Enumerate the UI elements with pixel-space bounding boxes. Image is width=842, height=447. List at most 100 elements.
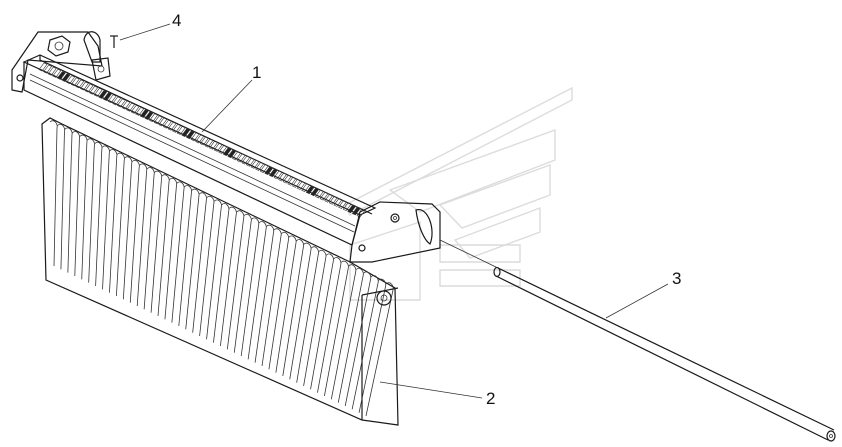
bristle <box>220 206 237 347</box>
bristle <box>261 228 282 367</box>
rail-tooth <box>56 71 66 80</box>
bristle <box>87 138 95 283</box>
rail-tooth <box>245 157 255 167</box>
rail-tooth <box>126 102 136 112</box>
rail-tooth <box>107 94 117 104</box>
rail-tooth <box>103 92 112 101</box>
rail-tooth <box>328 195 338 205</box>
bristle <box>296 246 319 383</box>
bristle <box>275 235 297 373</box>
rail-tooth <box>204 138 214 148</box>
bristle <box>289 242 312 380</box>
rail-tooth <box>112 96 122 106</box>
leader-line-1 <box>201 79 253 133</box>
bristle <box>344 271 372 407</box>
rail-tooth <box>80 81 89 91</box>
rail-tooth <box>195 134 205 144</box>
rail-tooth <box>38 62 48 72</box>
rail-tooth <box>222 147 232 157</box>
bristle <box>282 239 304 377</box>
rail-tooth <box>250 159 260 169</box>
rail-tooth <box>47 66 57 76</box>
rail-tooth <box>84 83 94 93</box>
bristle <box>57 123 66 270</box>
bristle <box>317 257 342 393</box>
brush-plate <box>41 117 399 426</box>
rail-tooth <box>93 88 103 97</box>
rail-tooth <box>190 132 200 142</box>
rail-tooth <box>130 104 140 114</box>
callout-4: 4 <box>172 11 181 30</box>
bristle <box>303 249 327 387</box>
rail-tooth <box>241 155 251 165</box>
rail-tooth <box>333 198 343 207</box>
rail-tooth <box>176 126 186 135</box>
bristle <box>171 181 185 323</box>
bristle <box>164 177 178 320</box>
rail-tooth <box>351 206 361 216</box>
bristle <box>101 145 110 290</box>
callout-1: 1 <box>252 63 261 82</box>
bristle <box>226 210 245 350</box>
rail-tooth <box>296 181 306 190</box>
bristle <box>122 156 133 300</box>
bristle <box>136 163 148 307</box>
rail-tooth <box>324 193 334 203</box>
rail-tooth <box>172 123 182 133</box>
rail-tooth <box>66 75 76 85</box>
bristle <box>310 253 334 390</box>
rail-tooth <box>162 119 172 129</box>
bristle <box>79 134 88 280</box>
rail-tooth <box>199 136 209 146</box>
bristle <box>254 224 275 363</box>
bristle <box>192 192 207 333</box>
callout-2: 2 <box>486 389 495 408</box>
rail-tooth <box>144 111 154 121</box>
rail-tooth <box>273 170 283 180</box>
leader-lines <box>119 23 669 399</box>
rail-tooth <box>282 174 292 184</box>
rail-tooth <box>278 172 288 182</box>
leader-line-4 <box>119 23 171 41</box>
bristle <box>240 217 260 357</box>
bristle <box>365 282 394 417</box>
bristle <box>185 188 200 330</box>
rail-tooth <box>61 73 71 82</box>
bristle <box>358 278 387 413</box>
rail-tooth <box>209 140 218 150</box>
rail-tooth <box>292 179 301 188</box>
bristle <box>330 264 357 400</box>
rail-tooth <box>135 107 145 116</box>
rail-tooth <box>43 64 53 74</box>
bristle <box>143 167 155 310</box>
leader-line-2 <box>379 381 483 399</box>
rail-tooth <box>342 202 352 212</box>
bristle <box>157 174 170 317</box>
rail-teeth <box>38 62 366 218</box>
rail-tooth <box>287 176 297 186</box>
bristle <box>247 221 267 360</box>
bristle <box>337 267 364 403</box>
bristle <box>109 149 118 293</box>
rail-tooth <box>121 100 131 110</box>
bristle <box>150 170 163 313</box>
rail-tooth <box>255 162 265 171</box>
rail-tooth <box>139 109 149 118</box>
rail-tooth <box>319 191 329 201</box>
top-rail <box>11 31 441 306</box>
rail-tooth <box>301 183 311 192</box>
bristle <box>213 203 230 343</box>
rail-tooth <box>338 200 348 209</box>
rail-tooth <box>70 77 80 87</box>
rod <box>439 239 836 442</box>
bristle <box>268 231 290 370</box>
leader-line-3 <box>605 283 669 319</box>
rail-tooth <box>264 166 274 176</box>
rail-tooth <box>116 98 126 108</box>
bristle <box>94 141 103 287</box>
rail-tooth <box>186 130 195 140</box>
rail-tooth <box>153 115 163 125</box>
rail-tooth <box>213 143 223 152</box>
bristle <box>206 199 222 340</box>
bristle <box>116 152 125 297</box>
